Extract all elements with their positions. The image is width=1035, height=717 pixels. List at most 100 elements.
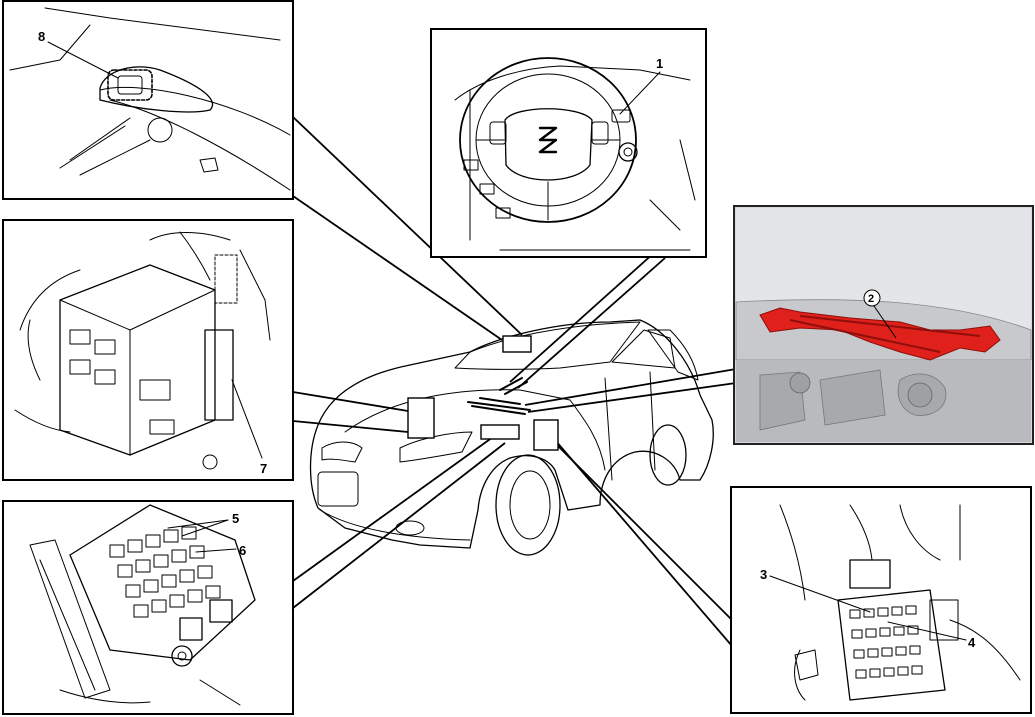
- fuse-slot: [851, 629, 863, 639]
- wiper-linkage-rod: [789, 315, 981, 353]
- leader-lines: [292, 116, 737, 647]
- car-fog-light: [395, 520, 425, 536]
- fuse-slot: [171, 549, 187, 563]
- dashboard-lines: [454, 65, 696, 251]
- wiring-bundle: [779, 504, 1021, 701]
- fuse-slot: [891, 606, 903, 616]
- steering-wheel-rim: [459, 57, 637, 223]
- fuse-slot: [893, 626, 905, 636]
- switch-highlight: [107, 69, 153, 101]
- rear-wheel: [649, 424, 687, 486]
- combination-switch-stalk: [611, 109, 631, 123]
- relay-slot-4: [94, 369, 116, 385]
- callout-3: 3: [760, 567, 767, 582]
- relay-slot-6: [149, 419, 175, 435]
- car-door-line: [604, 371, 656, 481]
- fuse-slot: [867, 648, 879, 658]
- suzuki-logo-icon: [538, 126, 558, 154]
- car-front-bumper: [319, 509, 471, 541]
- callout-1: 1: [656, 56, 663, 71]
- fuse-slot: [855, 669, 867, 679]
- connector-highlight: [214, 254, 238, 304]
- switch-button: [117, 75, 143, 95]
- marker-wiper-motor: [467, 397, 531, 415]
- mounting-bolt: [171, 645, 193, 667]
- strut-mount-right: [907, 382, 933, 408]
- fuse-slot: [205, 585, 221, 599]
- relay-slot-5: [139, 379, 171, 401]
- panel-steering-wheel: 1: [430, 28, 707, 258]
- fuse-box-housing: [69, 504, 256, 661]
- fuse-slot: [179, 569, 195, 583]
- panel-frame: [2, 219, 294, 481]
- panel-frame: [430, 28, 707, 258]
- left-switch-cluster: [489, 121, 507, 145]
- junction-block-housing: [837, 589, 946, 701]
- car-rear-door-window: [647, 329, 699, 381]
- switch-housing: [99, 66, 214, 113]
- leader-panel-junction-b: [554, 439, 733, 647]
- fuse-slot: [161, 574, 177, 588]
- connector-block-right: [929, 599, 959, 641]
- right-switch-cluster: [591, 121, 609, 145]
- panel-fuse-box: 5 6: [2, 500, 294, 715]
- car-headlight-right: [399, 431, 473, 463]
- panel-junction-block: 3 4: [730, 486, 1032, 714]
- leader-panel-relay-b: [292, 420, 409, 433]
- strut-mount: [789, 372, 811, 394]
- relay-block: [179, 617, 203, 641]
- dash-button-2: [479, 183, 495, 195]
- fuse-slot: [109, 544, 125, 558]
- fuse-slot: [905, 605, 917, 615]
- fuse-slot: [169, 594, 185, 608]
- ignition-switch: [618, 142, 638, 162]
- relay-block: [209, 599, 233, 623]
- car-grille: [317, 471, 359, 507]
- fuse-slot: [879, 627, 891, 637]
- fuse-slot: [849, 609, 861, 619]
- connector-block: [849, 559, 891, 589]
- dash-button-1: [463, 159, 479, 171]
- junction-fuse-grid: [849, 605, 923, 679]
- callout-1-leader: [619, 71, 661, 115]
- fuse-box-cover: [29, 539, 111, 699]
- steering-spokes: [475, 139, 621, 221]
- callout-2: 2: [868, 293, 874, 305]
- callout-7-leader: [231, 379, 263, 459]
- fuse-slot: [853, 649, 865, 659]
- front-wheel: [495, 454, 561, 556]
- wiring-harness: [14, 231, 271, 433]
- relay-slot-1: [69, 329, 91, 345]
- fuse-slot: [127, 539, 143, 553]
- panel-relay-box: 7: [2, 219, 294, 481]
- leader-panel-relay: [292, 391, 409, 412]
- callout-5-leader-a: [167, 519, 229, 529]
- fuse-slot: [145, 534, 161, 548]
- callout-8: 8: [38, 29, 45, 44]
- fuse-slot: [143, 579, 159, 593]
- callout-2-badge: [863, 289, 881, 307]
- car-fender-line: [569, 399, 606, 471]
- ground-bolt: [202, 454, 218, 470]
- relay-slot-2: [94, 339, 116, 355]
- fuse-slot: [895, 646, 907, 656]
- marker-combination-switch: [499, 377, 528, 395]
- callout-5: 5: [232, 511, 239, 526]
- fuse-slot: [117, 564, 133, 578]
- fuse-slot: [907, 625, 919, 635]
- harness-lines: [59, 679, 241, 706]
- fuse-slot: [187, 589, 203, 603]
- car-illustration: [309, 319, 714, 556]
- marker-junction-block: [533, 419, 559, 451]
- fuse-slot: [869, 668, 881, 678]
- switch-knob: [147, 117, 173, 143]
- marker-ceiling-switch: [502, 335, 532, 353]
- fuse-slot: [863, 608, 875, 618]
- fuse-slot: [865, 628, 877, 638]
- marker-relay-box: [407, 397, 435, 439]
- fuse-slot: [881, 647, 893, 657]
- mounting-bolt-inner: [177, 651, 187, 661]
- fuse-slot: [163, 529, 179, 543]
- dash-button-3: [495, 207, 511, 219]
- leader-panel-fusebox-b: [292, 442, 506, 609]
